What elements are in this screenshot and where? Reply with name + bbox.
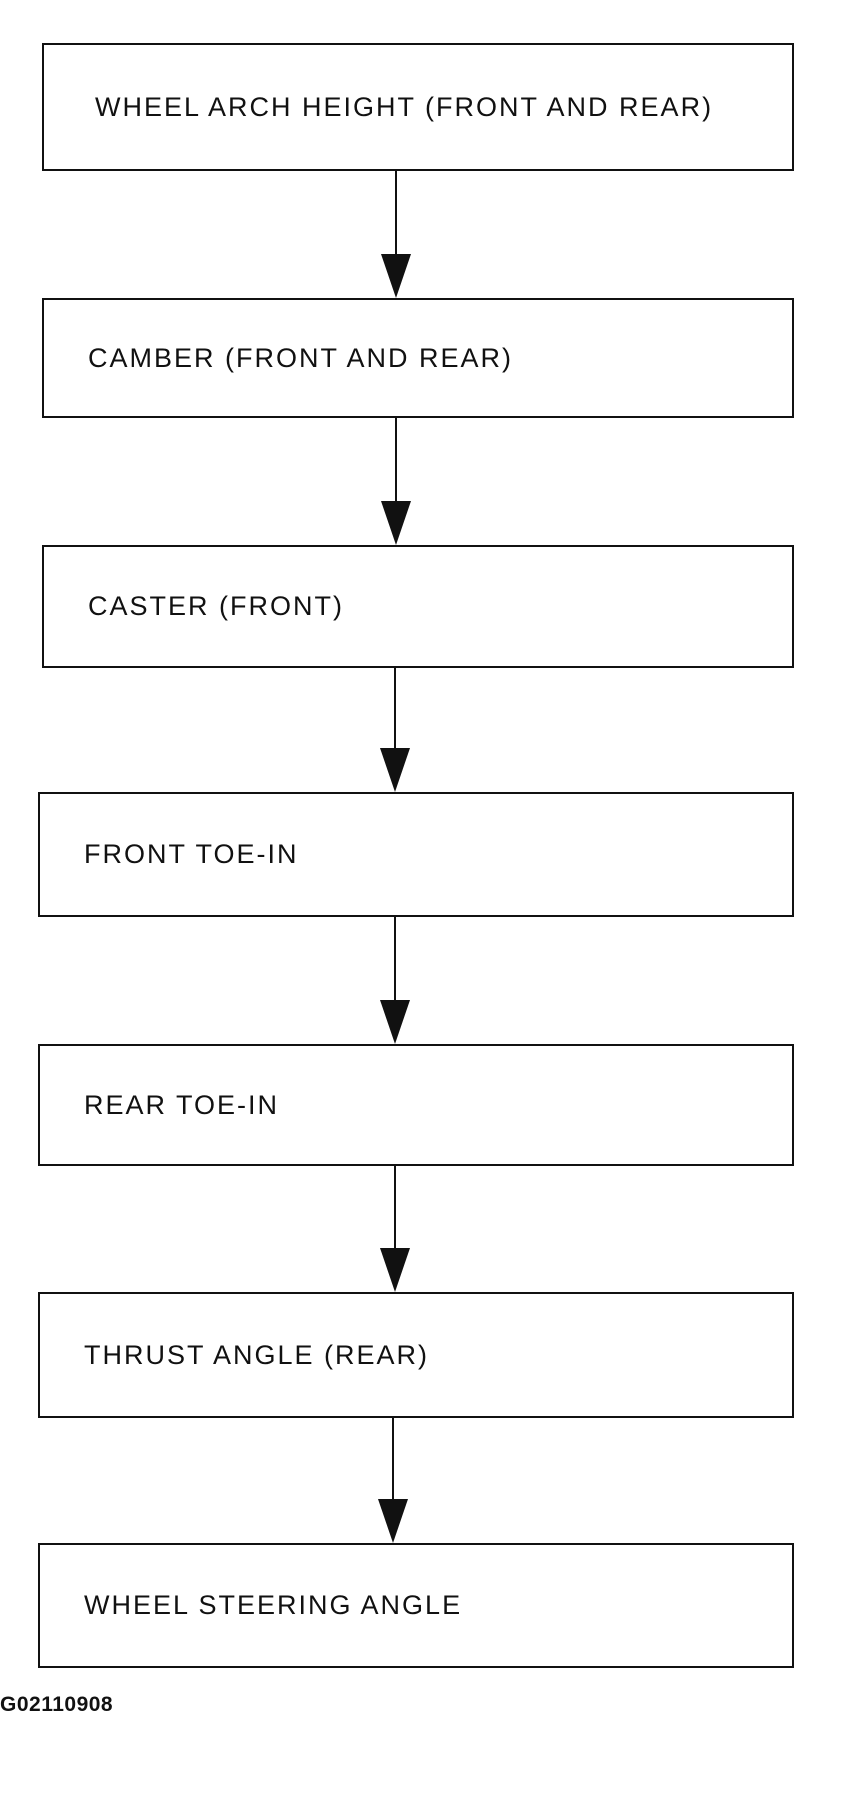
- down-arrow-icon: [380, 1166, 410, 1292]
- arrow-shaft: [394, 1166, 396, 1250]
- figure-id: G02110908: [0, 1693, 114, 1716]
- arrow-shaft: [392, 1418, 394, 1501]
- step-label: CASTER (FRONT): [88, 591, 344, 621]
- step-label: REAR TOE-IN: [84, 1089, 280, 1120]
- step-box-caster: CASTER (FRONT): [42, 545, 794, 668]
- step-box-camber: CAMBER (FRONT AND REAR): [42, 298, 794, 418]
- step-box-wheel-steering-angle: WHEEL STEERING ANGLE: [38, 1543, 794, 1668]
- step-box-front-toe-in: FRONT TOE-IN: [38, 792, 794, 917]
- step-label: THRUST ANGLE (REAR): [84, 1339, 430, 1370]
- arrow-shaft: [394, 668, 396, 750]
- step-box-thrust-angle: THRUST ANGLE (REAR): [38, 1292, 794, 1418]
- arrow-head: [381, 254, 411, 298]
- step-label: WHEEL STEERING ANGLE: [84, 1590, 463, 1620]
- arrow-head: [380, 748, 410, 792]
- arrow-head: [381, 501, 411, 545]
- step-box-rear-toe-in: REAR TOE-IN: [38, 1044, 794, 1166]
- step-label: CAMBER (FRONT AND REAR): [88, 342, 514, 373]
- arrow-head: [380, 1000, 410, 1044]
- down-arrow-icon: [380, 917, 410, 1044]
- arrow-shaft: [395, 418, 397, 503]
- step-label: WHEEL ARCH HEIGHT (FRONT AND REAR): [95, 91, 714, 122]
- step-box-wheel-arch-height: WHEEL ARCH HEIGHT (FRONT AND REAR): [42, 43, 794, 171]
- arrow-shaft: [395, 171, 397, 256]
- arrow-shaft: [394, 917, 396, 1002]
- arrow-head: [380, 1248, 410, 1292]
- down-arrow-icon: [380, 668, 410, 792]
- down-arrow-icon: [378, 1418, 408, 1543]
- down-arrow-icon: [381, 418, 411, 545]
- down-arrow-icon: [381, 171, 411, 298]
- step-label: FRONT TOE-IN: [84, 839, 299, 869]
- arrow-head: [378, 1499, 408, 1543]
